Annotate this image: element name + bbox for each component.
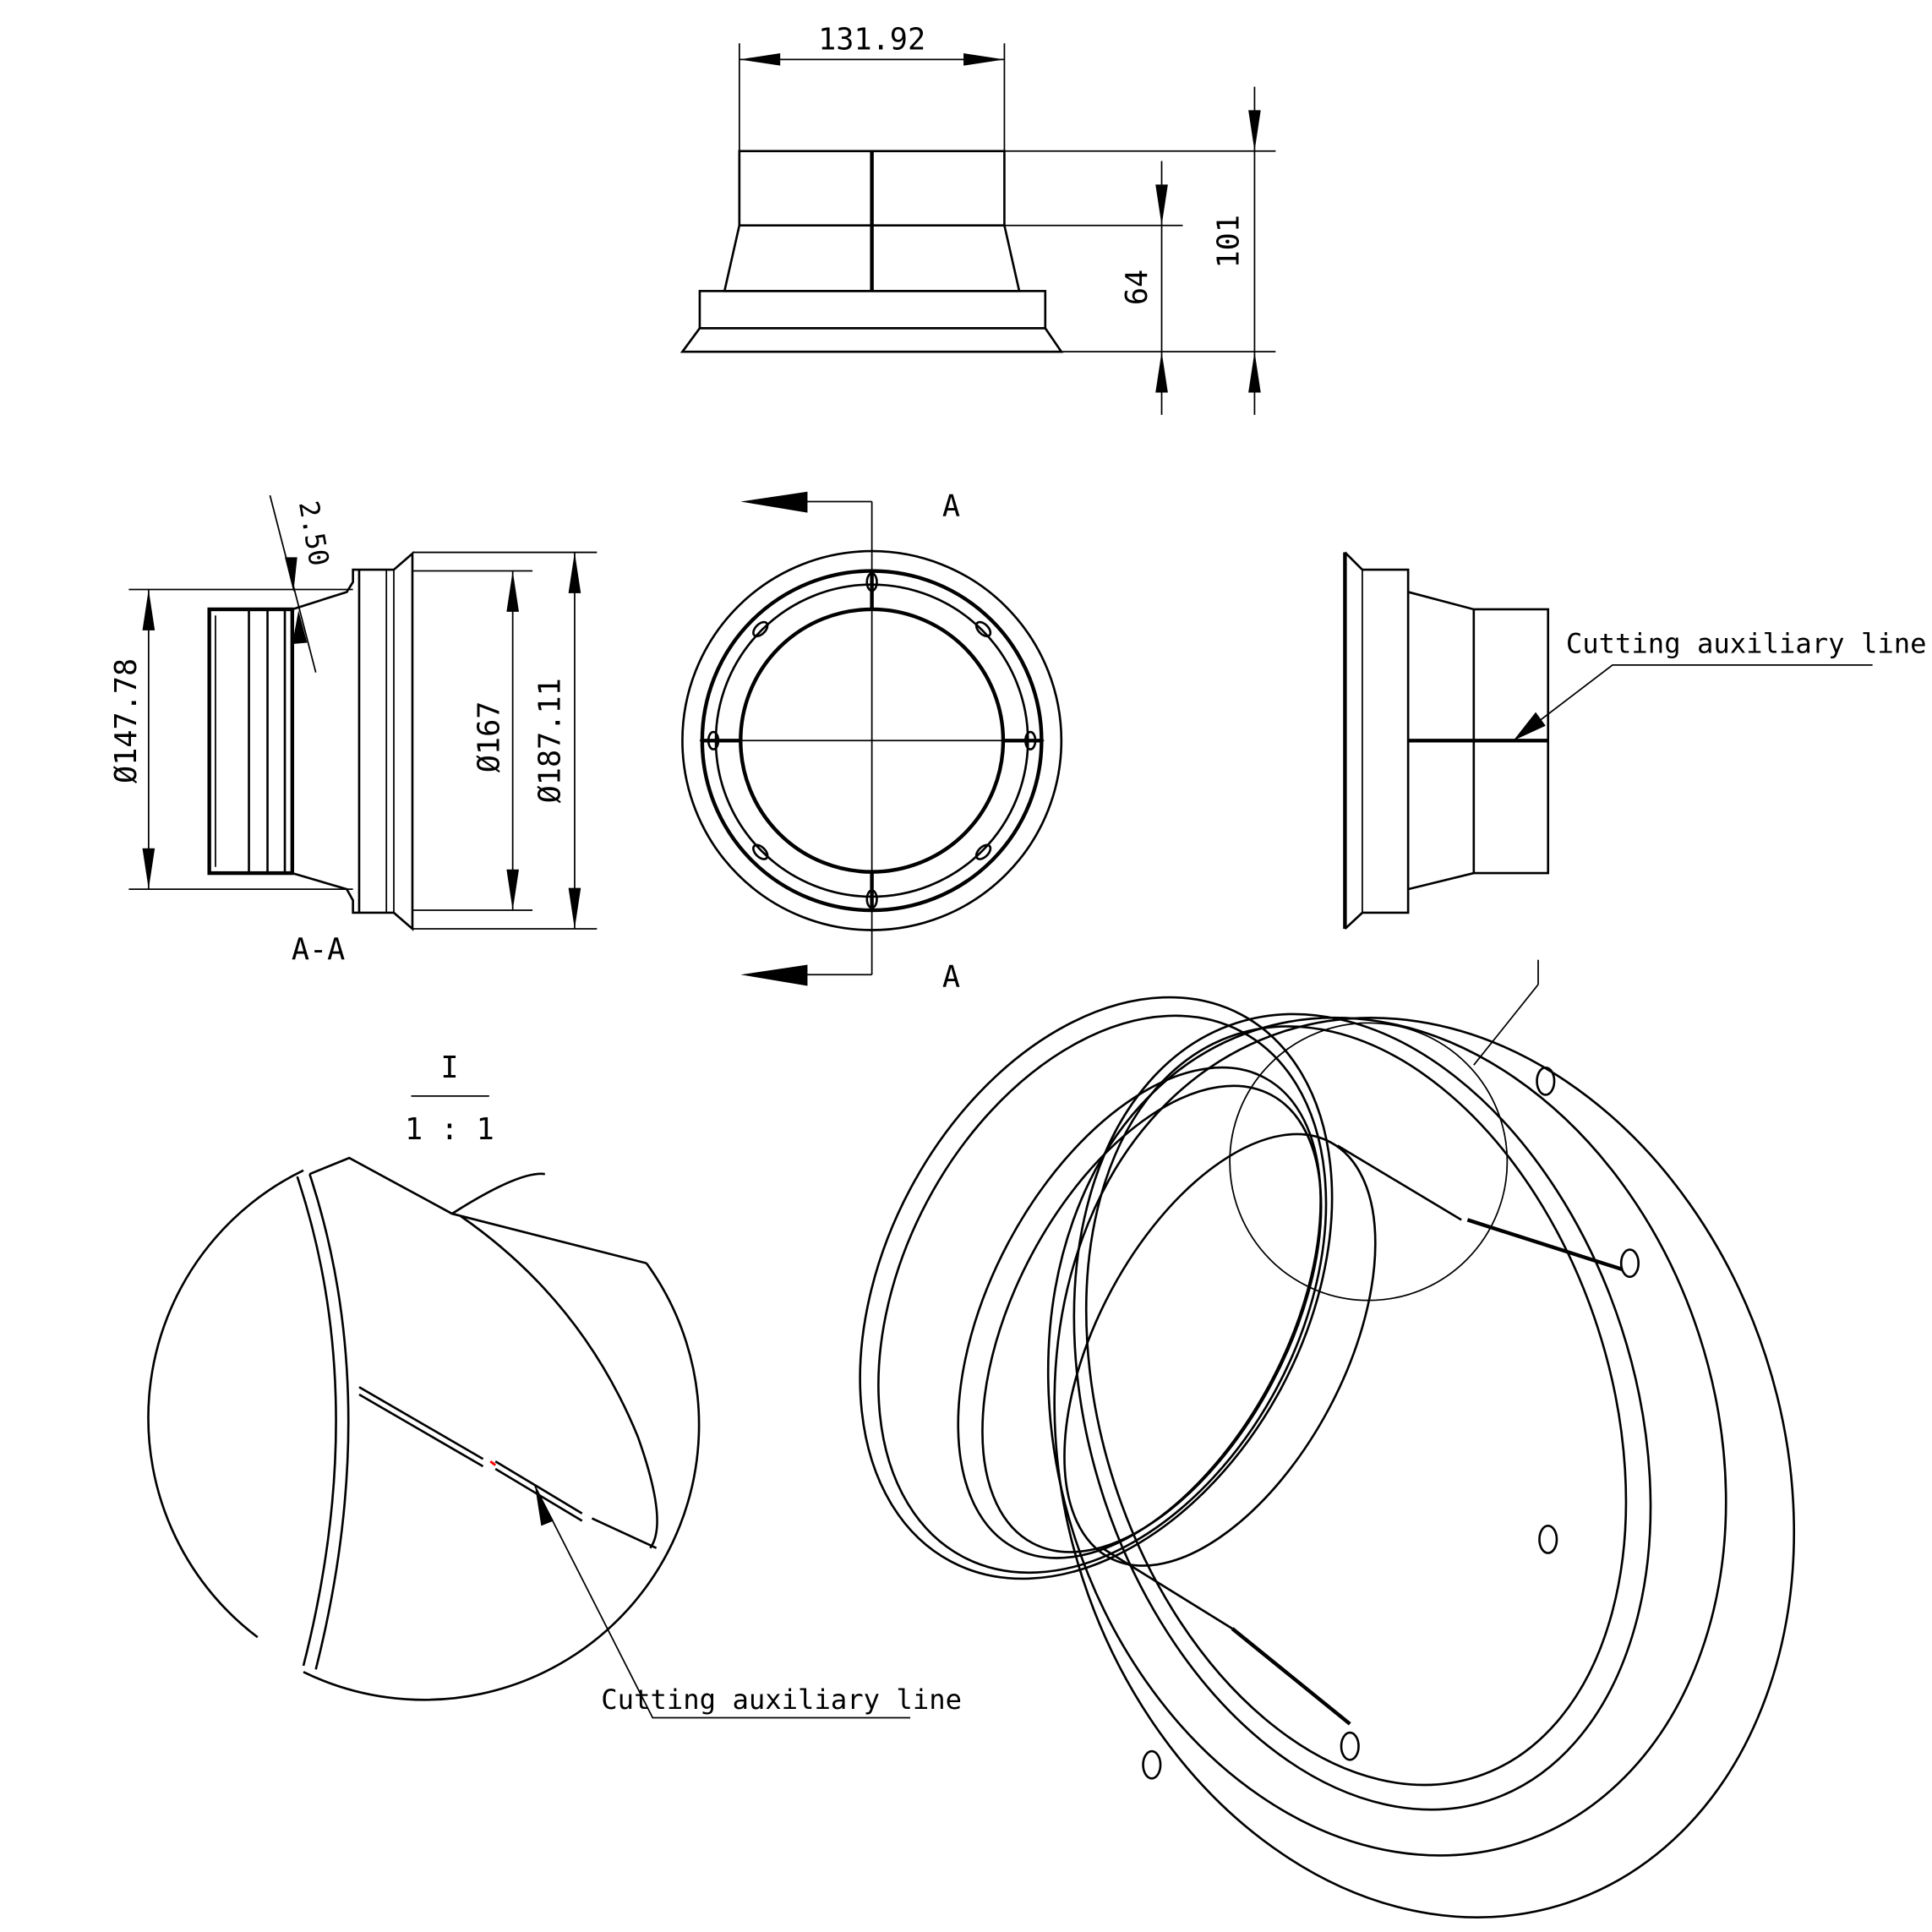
section-mark-top: A: [942, 489, 960, 524]
side-callout: Cutting auxiliary line: [1566, 627, 1927, 659]
iso-detail-marker: I: [1530, 953, 1546, 985]
top-view: A A: [681, 489, 1063, 995]
dim-large-diameter: Ø187.11: [532, 678, 567, 803]
dim-height-lower: 64: [1120, 270, 1154, 305]
iso-view: I: [859, 953, 1796, 1918]
dim-wall-thickness: 2.50: [292, 499, 336, 569]
front-view: 131.92 101 64: [679, 23, 1276, 415]
detail-label: I: [440, 1051, 458, 1085]
detail-callout: Cutting auxiliary line: [601, 1684, 962, 1716]
dim-small-diameter: Ø147.78: [109, 658, 144, 783]
dim-height-total: 101: [1211, 215, 1246, 268]
detail-scale: 1 : 1: [405, 1112, 494, 1147]
section-mark-bottom: A: [942, 960, 960, 995]
section-view: Ø147.78 Ø167 Ø187.11 2.50 A-A: [109, 494, 598, 968]
section-label: A-A: [292, 933, 346, 968]
detail-view: I 1 : 1 Cutting auxiliary line: [147, 1051, 962, 1719]
dim-mid-diameter: Ø167: [472, 701, 507, 773]
side-view: Cutting auxiliary line: [1343, 551, 1927, 931]
dim-width: 131.92: [818, 23, 925, 57]
